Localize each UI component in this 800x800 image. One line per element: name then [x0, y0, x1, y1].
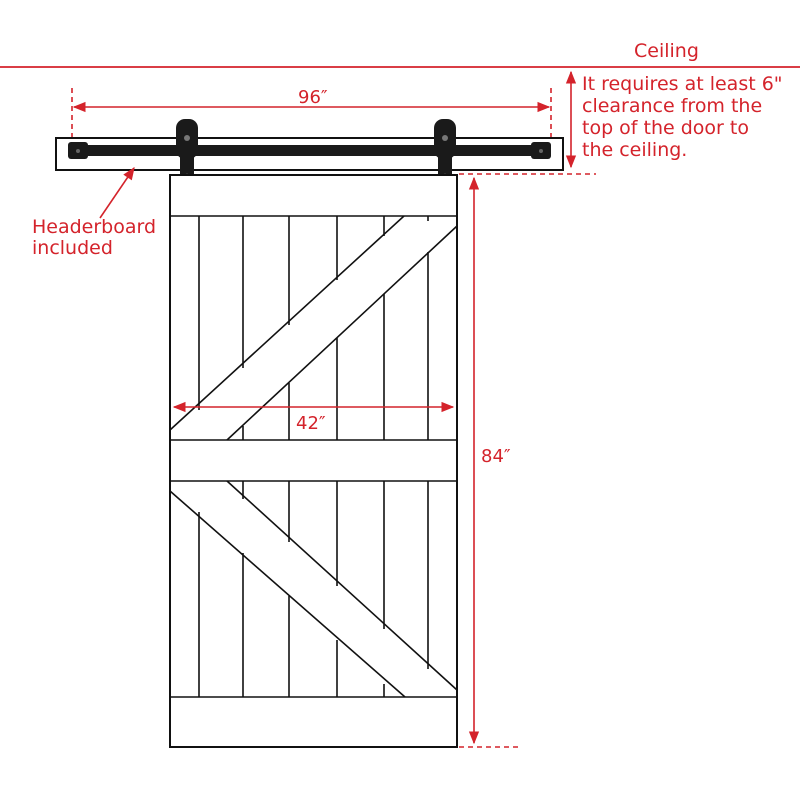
rail-bolt-left: [76, 149, 80, 153]
headerboard-label: Headerboard included: [32, 216, 162, 259]
door-height-label: 84″: [481, 446, 511, 467]
width-label-bg: [290, 411, 336, 435]
headerboard-label-line-2: included: [32, 237, 113, 259]
headerboard-pointer-arrow: [99, 166, 135, 219]
rail-bolt-right: [539, 149, 543, 153]
clearance-note-line-3: top of the door to: [582, 117, 749, 139]
headerboard-label-line-1: Headerboard: [32, 216, 156, 238]
lower-brace-edge-top: [226, 480, 458, 691]
clearance-note-line-2: clearance from the: [582, 95, 762, 117]
track-rail: [72, 145, 550, 156]
clearance-note-line-1: It requires at least 6": [582, 73, 783, 95]
upper-brace-edge-top: [169, 215, 405, 431]
clearance-note-line-4: the ceiling.: [582, 139, 687, 161]
lower-brace-edge-bottom: [169, 490, 406, 698]
clearance-note: It requires at least 6" clearance from t…: [582, 73, 789, 161]
door-outline: [169, 174, 458, 748]
barn-door: [169, 174, 458, 748]
ceiling-label: Ceiling: [634, 40, 699, 62]
door-width-label: 42″: [296, 413, 326, 434]
rail-length-label: 96″: [298, 87, 328, 108]
